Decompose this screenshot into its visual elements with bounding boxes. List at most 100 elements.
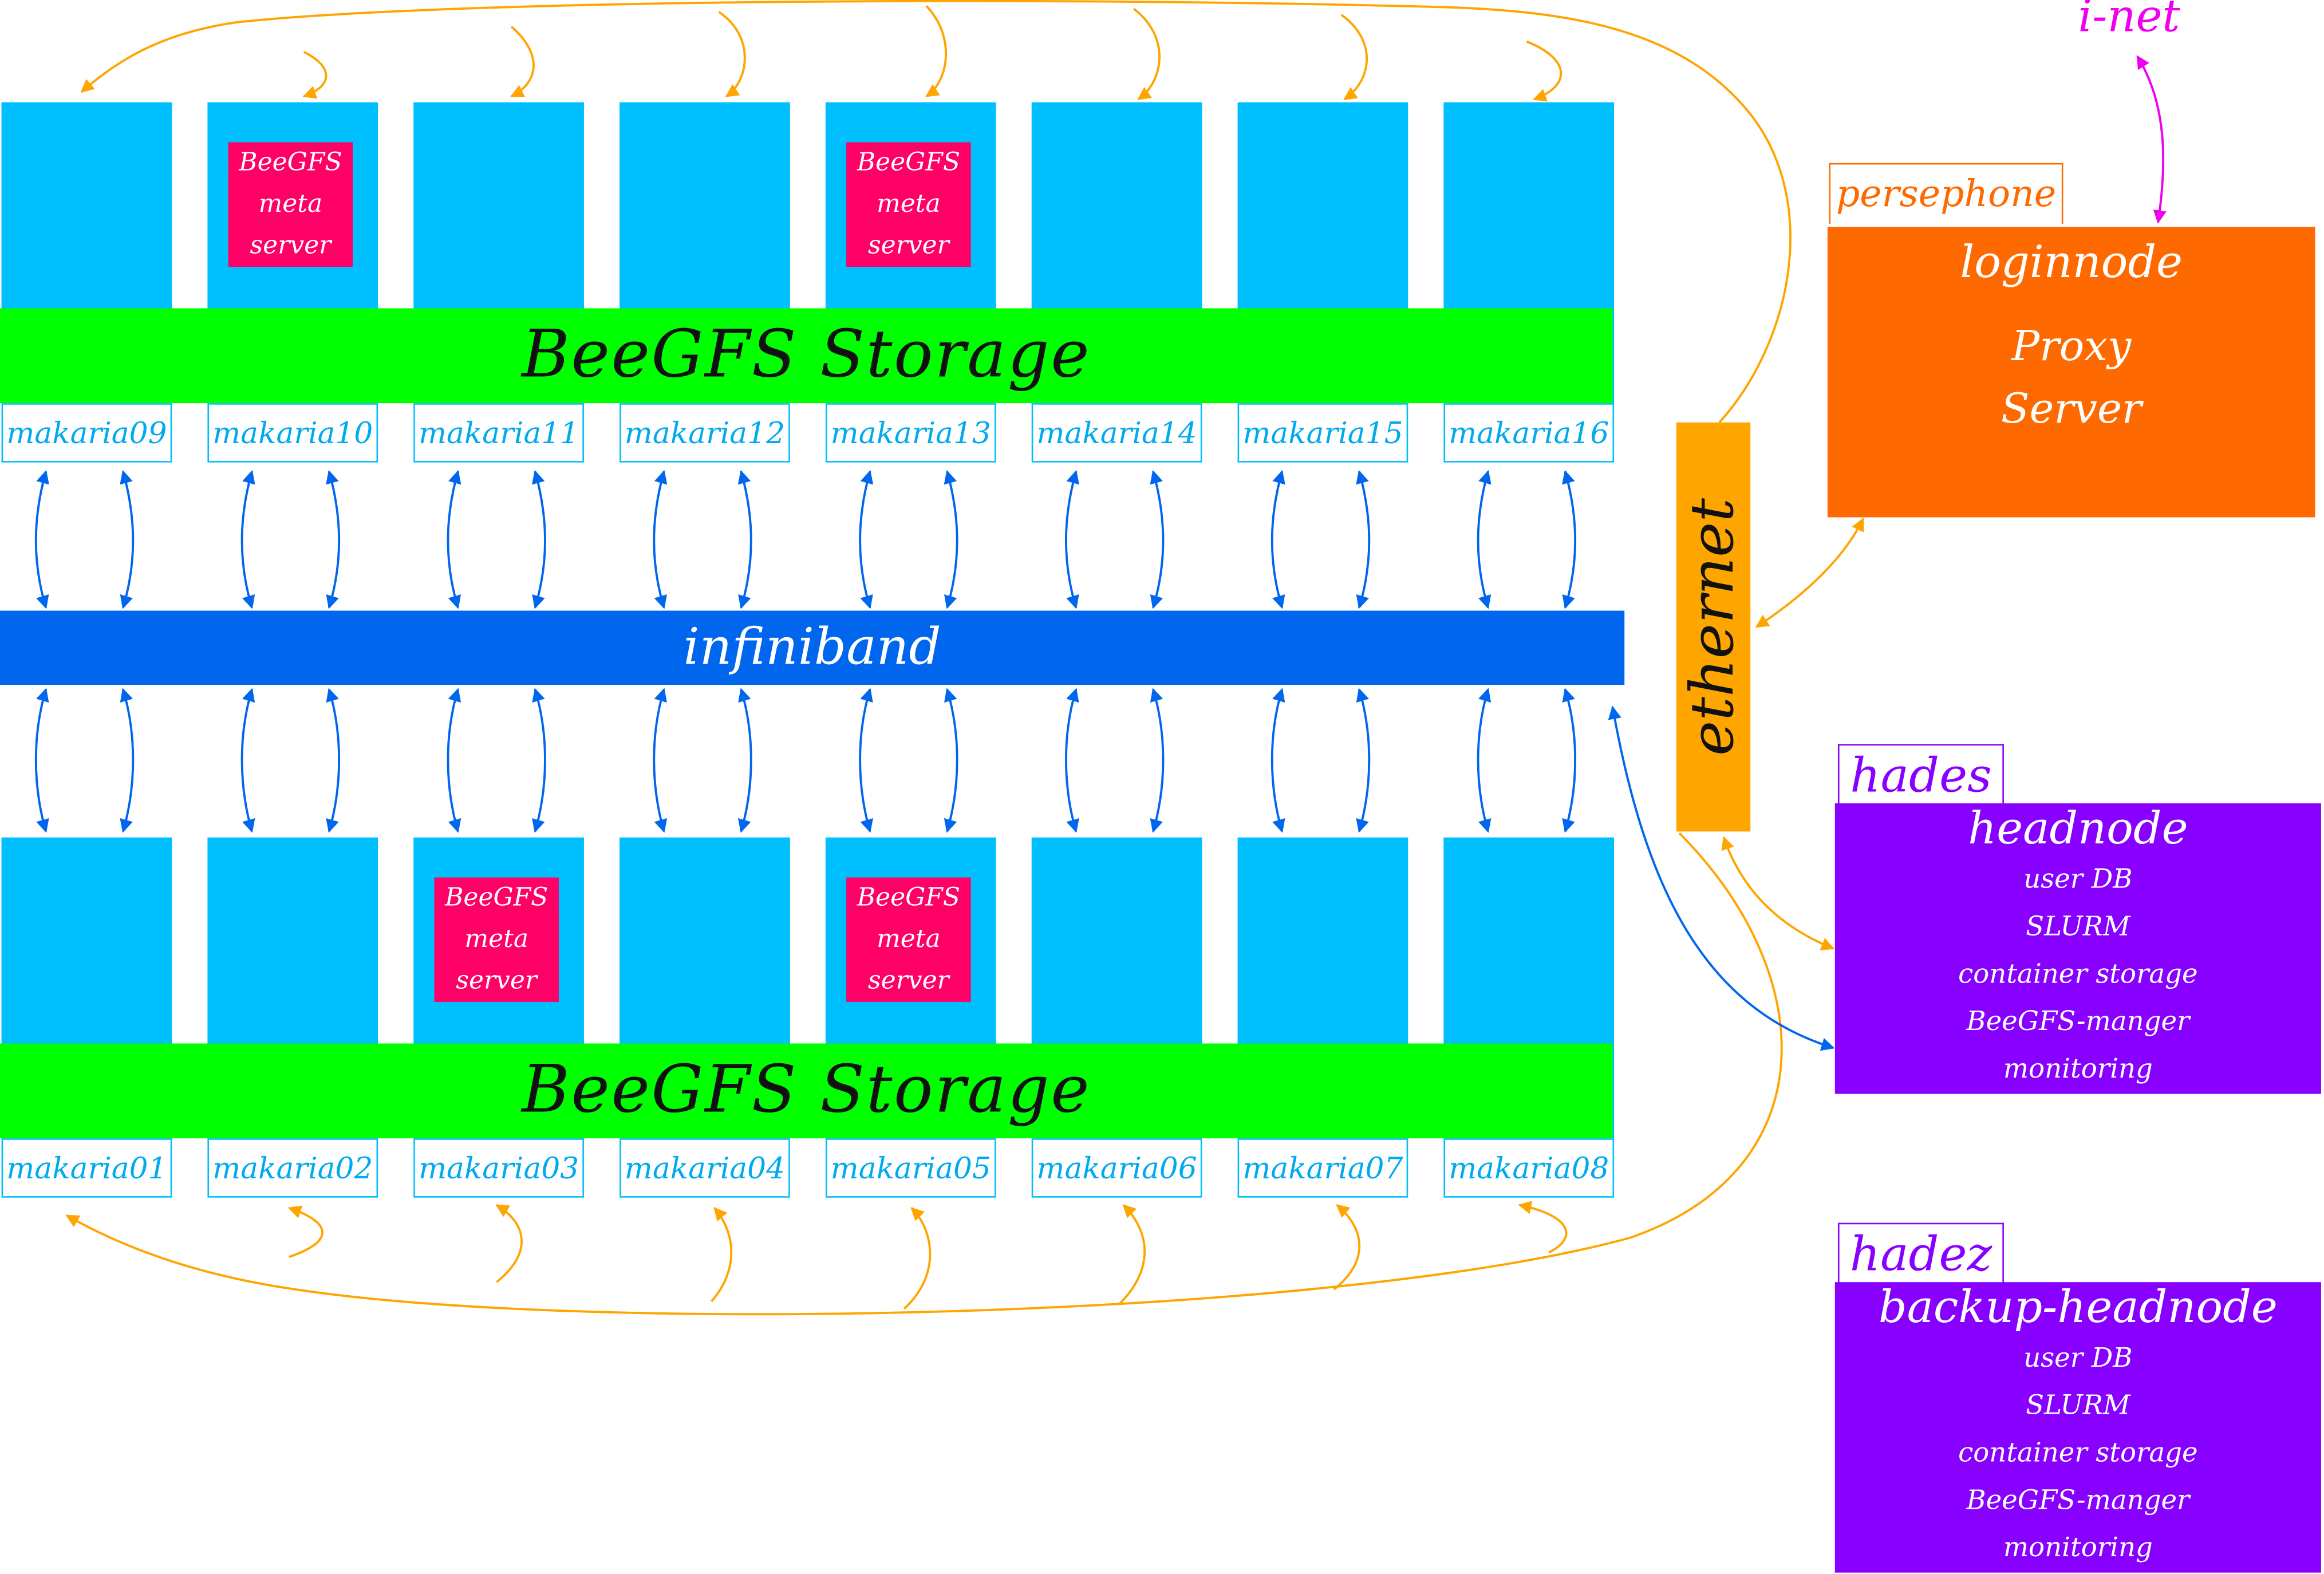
meta-server-badge: BeeGFS meta server — [846, 877, 971, 1002]
meta-server-badge: BeeGFS meta server — [228, 142, 353, 267]
infiniband-lower-link — [1270, 688, 1285, 833]
headnode-item: container storage — [1958, 958, 2198, 991]
server-label: Server — [2001, 384, 2142, 433]
backup-headnode-title: backup-headnode — [1878, 1282, 2278, 1334]
infiniband-upper-link — [1270, 470, 1285, 609]
node-label: makaria16 — [1443, 403, 1615, 463]
meta-line: meta — [464, 925, 529, 955]
ethernet-drop-makaria11 — [510, 26, 535, 98]
backup-headnode-item: BeeGFS-manger — [1966, 1485, 2190, 1517]
meta-line: server — [868, 231, 949, 261]
ethernet-drop-makaria12 — [718, 11, 746, 97]
meta-line: server — [456, 966, 537, 996]
infiniband-lower-link — [944, 688, 958, 833]
node-label: makaria14 — [1031, 403, 1202, 463]
meta-line: BeeGFS — [239, 148, 342, 178]
compute-node[interactable]: makaria16 — [1443, 102, 1615, 463]
infiniband-upper-link — [326, 470, 341, 609]
infiniband-lower-link — [1477, 688, 1492, 833]
infiniband-upper-link — [120, 470, 135, 609]
internet-label: i-net — [2078, 0, 2180, 44]
infiniband-lower-link — [532, 688, 546, 833]
internet-link — [2136, 55, 2167, 224]
infiniband-lower-link — [859, 688, 873, 833]
node-label: makaria10 — [207, 403, 378, 463]
backup-headnode-item: SLURM — [2026, 1390, 2130, 1422]
backup-headnode-item: user DB — [2023, 1343, 2133, 1374]
infiniband-lower-link — [1064, 688, 1079, 833]
headnode-title: headnode — [1968, 803, 2188, 855]
infiniband-bus: infiniband — [0, 610, 1625, 685]
meta-line: meta — [877, 190, 941, 220]
ethernet-up-makaria06 — [1118, 1204, 1146, 1305]
meta-line: BeeGFS — [445, 883, 549, 913]
infiniband-upper-link — [1064, 470, 1079, 609]
ethernet-switch: ethernet — [1676, 422, 1751, 832]
infiniband-lower-link — [738, 688, 752, 833]
backup-headnode-item: container storage — [1958, 1438, 2198, 1469]
persephone-tab: persephone — [1829, 163, 2063, 224]
ethernet-drop-makaria13 — [925, 5, 948, 97]
infiniband-upper-link — [447, 470, 461, 609]
backup-headnode-box[interactable]: backup-headnode user DB SLURM container … — [1834, 1282, 2321, 1573]
node-label: makaria13 — [825, 403, 996, 463]
node-label: makaria08 — [1443, 1138, 1615, 1198]
backup-headnode-item: monitoring — [2003, 1532, 2153, 1564]
meta-server-badge: BeeGFS meta server — [846, 142, 971, 267]
login-node-box[interactable]: loginnode Proxy Server — [1827, 227, 2315, 518]
infiniband-upper-link — [944, 470, 958, 609]
node-label: makaria15 — [1237, 403, 1408, 463]
infiniband-lower-link — [34, 688, 49, 833]
ethernet-up-makaria05 — [903, 1207, 932, 1310]
headnode-item: SLURM — [2026, 912, 2130, 943]
node-label: makaria07 — [1237, 1138, 1408, 1198]
infiniband-lower-link — [1562, 688, 1577, 833]
ethernet-drop-makaria10 — [302, 50, 328, 99]
ethernet-head-link — [1721, 836, 1835, 950]
ethernet-up-makaria07 — [1333, 1204, 1361, 1291]
node-label: makaria02 — [207, 1138, 378, 1198]
infiniband-lower-link — [1356, 688, 1371, 833]
hades-tab: hades — [1837, 744, 2004, 805]
meta-line: BeeGFS — [857, 883, 960, 913]
storage-band-lower: BeeGFS Storage — [0, 1043, 1613, 1139]
ethernet-drop-makaria15 — [1340, 14, 1368, 101]
ethernet-up-makaria04 — [711, 1207, 733, 1303]
infiniband-lower-link — [326, 688, 341, 833]
infiniband-upper-link — [859, 470, 874, 609]
storage-band-upper: BeeGFS Storage — [0, 308, 1613, 404]
infiniband-lower-link — [120, 688, 135, 833]
headnode-item: user DB — [2023, 864, 2133, 896]
meta-line: meta — [258, 190, 323, 220]
infiniband-upper-link — [240, 470, 255, 609]
ethernet-drop-makaria14 — [1133, 7, 1161, 101]
meta-line: BeeGFS — [857, 148, 960, 178]
headnode-item: monitoring — [2003, 1054, 2153, 1085]
node-label: makaria06 — [1031, 1138, 1202, 1198]
meta-server-badge: BeeGFS meta server — [434, 877, 559, 1002]
infiniband-upper-link — [1562, 470, 1577, 609]
node-label: makaria04 — [620, 1138, 790, 1198]
node-label: makaria09 — [1, 403, 172, 463]
infiniband-upper-link — [1150, 470, 1165, 609]
headnode-box[interactable]: headnode user DB SLURM container storage… — [1834, 803, 2321, 1094]
node-label: makaria11 — [413, 403, 584, 463]
ethernet-login-link — [1755, 517, 1864, 628]
infiniband-lower-link — [653, 688, 668, 833]
headnode-item: BeeGFS-manger — [1966, 1006, 2190, 1038]
ethernet-drop-makaria16 — [1526, 40, 1563, 102]
meta-line: server — [868, 966, 949, 996]
ethernet-label: ethernet — [1679, 498, 1748, 756]
hadez-tab: hadez — [1837, 1222, 2004, 1284]
node-label: makaria03 — [413, 1138, 584, 1198]
node-label: makaria01 — [1, 1138, 172, 1198]
ethernet-up-makaria03 — [495, 1204, 523, 1283]
node-label: makaria12 — [620, 403, 790, 463]
meta-line: meta — [877, 925, 941, 955]
node-label: makaria05 — [825, 1138, 996, 1198]
infiniband-upper-link — [653, 470, 668, 609]
proxy-label: Proxy — [2011, 321, 2132, 371]
meta-line: server — [250, 231, 332, 261]
infiniband-lower-link — [240, 688, 255, 833]
